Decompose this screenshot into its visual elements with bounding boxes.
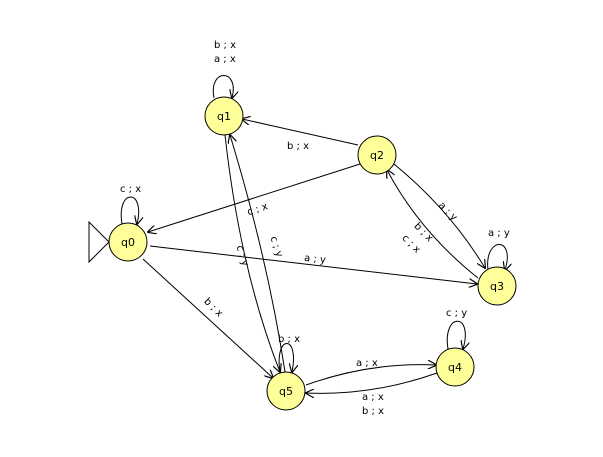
label-q2-q3: a ; y <box>436 200 459 223</box>
edge-q2-q3 <box>393 163 485 268</box>
label-q1-loop-b: b ; x <box>214 40 236 51</box>
label-q0-q3: a ; y <box>304 253 327 266</box>
edge-q3-q2 <box>387 170 479 279</box>
state-label: q1 <box>217 110 231 123</box>
state-q3[interactable]: q3 <box>477 266 517 306</box>
label-q5-loop: b ; x <box>278 334 300 345</box>
state-label: q0 <box>121 236 135 249</box>
edge-q2-q1 <box>242 119 359 146</box>
state-q4[interactable]: q4 <box>435 347 475 387</box>
loop-q0 <box>120 196 138 224</box>
state-q2[interactable]: q2 <box>357 135 397 175</box>
label-q4-q5-b: b ; x <box>362 406 384 417</box>
edge-q5-q4 <box>305 365 436 386</box>
loop-q5 <box>278 343 293 373</box>
label-q1-loop-a: a ; x <box>214 54 236 65</box>
label-q0-loop: c ; x <box>120 184 141 195</box>
loop-q3 <box>487 244 508 271</box>
state-label: q3 <box>490 280 504 293</box>
loop-q4 <box>446 320 465 349</box>
edge-q4-q5 <box>306 372 438 393</box>
label-q3-q2-c: c ; x <box>400 233 423 256</box>
state-label: q5 <box>279 385 293 398</box>
label-q4-loop: c ; y <box>446 308 467 319</box>
label-q2-q1: b ; x <box>287 141 309 152</box>
label-q5-q4: a ; x <box>356 358 378 369</box>
state-label: q2 <box>370 149 384 162</box>
edge-q2-q0 <box>148 163 361 232</box>
loop-q1 <box>212 75 233 99</box>
state-q0[interactable]: q0 <box>108 222 148 262</box>
label-q3-loop: a ; y <box>488 228 510 239</box>
edge-q1-q5 <box>224 134 280 372</box>
label-q1-q5: c ; y <box>268 235 285 259</box>
state-q5[interactable]: q5 <box>266 371 306 411</box>
state-label: q4 <box>448 361 462 374</box>
state-q1[interactable]: q1 <box>204 96 244 136</box>
label-q4-q5-a: a ; x <box>362 392 384 403</box>
edge-q0-q3 <box>149 245 477 284</box>
edge-q0-q5 <box>142 258 273 378</box>
initial-state-arrow <box>88 220 110 264</box>
edge-q5-q1 <box>230 135 286 373</box>
